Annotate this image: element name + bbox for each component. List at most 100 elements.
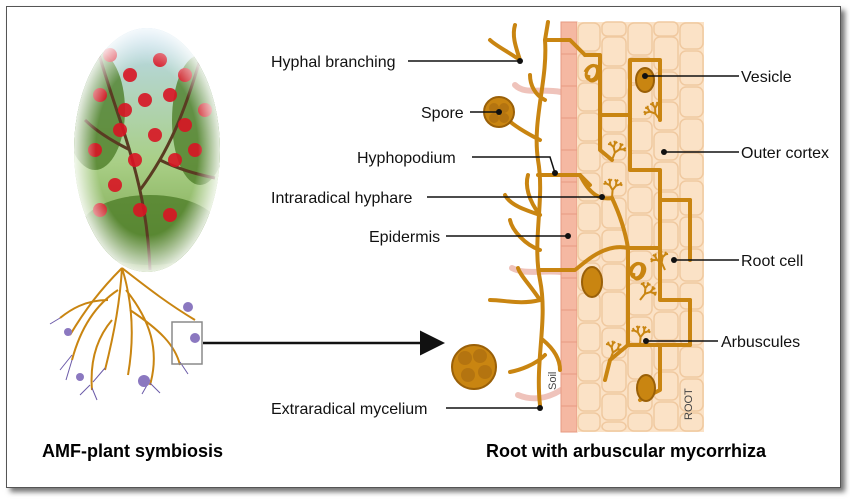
arbuscule-branch <box>620 143 624 147</box>
arbuscule-branch <box>654 112 661 121</box>
arbuscule-branch <box>660 262 666 271</box>
arbuscule-branch <box>654 104 659 109</box>
cortex-cell <box>577 22 601 52</box>
arbuscule-branch <box>618 343 622 347</box>
arbuscule-branch <box>603 180 608 185</box>
cortex-cell <box>679 118 704 152</box>
arbuscule-branch <box>615 183 621 187</box>
cortex-cell <box>577 82 601 112</box>
arbuscule-branch <box>639 293 646 301</box>
cortex-cell <box>653 36 679 71</box>
arbuscule-branch <box>612 341 616 345</box>
arbuscule-branch <box>643 110 647 114</box>
cortex-cell <box>601 36 627 67</box>
cortex-cell <box>679 86 704 118</box>
arbuscule-branch <box>614 141 618 145</box>
arbuscule-branch <box>611 189 614 199</box>
cortex-cell <box>601 21 627 37</box>
arbuscule-branch <box>619 183 623 187</box>
leader-dots <box>496 58 677 411</box>
spore-large <box>451 344 497 390</box>
arbuscule-branch <box>609 141 612 145</box>
arbuscule-branch <box>622 148 627 152</box>
fine-roots <box>49 317 189 401</box>
cortex-cell <box>679 378 704 412</box>
cortex-cell <box>627 344 653 380</box>
cortex-cell <box>679 412 704 432</box>
cortex-cell <box>627 186 653 214</box>
arbuscule-branch <box>644 291 651 295</box>
cortex-cell <box>601 393 627 421</box>
arbuscule-branch <box>614 148 621 154</box>
label-root: ROOT <box>683 388 695 420</box>
cortex-cell <box>653 281 679 311</box>
label-epidermis: Epidermis <box>369 229 440 246</box>
hyphal-coils <box>583 64 647 281</box>
cortex-cell <box>679 346 704 378</box>
epidermis-cells <box>561 21 577 407</box>
arbuscule-branch <box>654 255 658 261</box>
arbuscule-branch <box>610 343 614 348</box>
cortex-cell <box>627 22 653 56</box>
arbuscule-branch <box>656 102 661 106</box>
spore-bulbs <box>64 302 200 387</box>
label-hyphopodium: Hyphopodium <box>357 150 456 167</box>
cortex-cell <box>577 112 601 142</box>
cortex-cell <box>627 214 653 250</box>
arbuscule-branch <box>615 178 619 183</box>
cortex-cell <box>653 401 679 431</box>
cortex-cell <box>601 291 627 327</box>
arbuscule-branch <box>650 291 655 295</box>
cortex-cell <box>653 21 679 37</box>
label-intraradical-hyphae: Intraradical hyphare <box>271 190 413 207</box>
caption-left: AMF-plant symbiosis <box>42 441 223 461</box>
vesicles <box>581 67 656 402</box>
arbuscule-branch <box>620 348 625 352</box>
arbuscule-branch <box>647 330 651 334</box>
cortex-cell <box>653 221 679 251</box>
cortex-cell <box>577 352 601 382</box>
arbuscule-branch <box>637 325 641 329</box>
cortex-cell <box>679 152 704 180</box>
cortex-cell <box>679 50 704 86</box>
arbuscule-branch <box>612 348 619 354</box>
cortex-cell <box>601 421 627 432</box>
vesicle <box>636 374 656 402</box>
vesicle <box>635 67 655 93</box>
caption-right: Root with arbuscular mycorrhiza <box>486 441 767 461</box>
arbuscule-branch <box>631 327 636 332</box>
arbuscule-branch <box>660 257 664 263</box>
label-extraradical-mycelium: Extraradical mycelium <box>271 401 427 418</box>
label-root-cell: Root cell <box>741 253 803 270</box>
arbuscule-branch <box>643 330 649 334</box>
cortex-cell <box>653 131 679 161</box>
arbuscule-group <box>603 101 669 361</box>
arbuscule-branch <box>665 252 669 256</box>
cortex-cell <box>653 161 679 191</box>
label-vesicle: Vesicle <box>741 69 792 86</box>
zoom-box <box>171 321 203 365</box>
cortex-cell <box>601 161 627 197</box>
cortex-cell <box>577 382 601 412</box>
cortex-cell <box>653 371 679 401</box>
vesicle <box>581 266 603 298</box>
arbuscule-branch <box>612 143 616 148</box>
arbuscule-branch <box>611 152 616 161</box>
cortex-cell <box>577 142 601 172</box>
cortex-cell <box>601 67 627 99</box>
label-spore: Spore <box>421 105 464 122</box>
cortex-cell <box>577 322 601 352</box>
plant-roots <box>59 267 196 391</box>
cortex-cell <box>577 412 601 432</box>
label-hyphal-branching: Hyphal branching <box>271 54 396 71</box>
arbuscule-branch <box>639 332 645 338</box>
cortex-cell <box>601 263 627 291</box>
arbuscule-branch <box>644 284 649 289</box>
cortex-cell <box>679 22 704 50</box>
arbuscule-branch <box>639 336 642 346</box>
label-soil: Soil <box>547 372 559 390</box>
cortex-cell <box>627 412 653 432</box>
arbuscule-branch <box>609 178 613 182</box>
arbuscule-branch <box>650 257 654 261</box>
